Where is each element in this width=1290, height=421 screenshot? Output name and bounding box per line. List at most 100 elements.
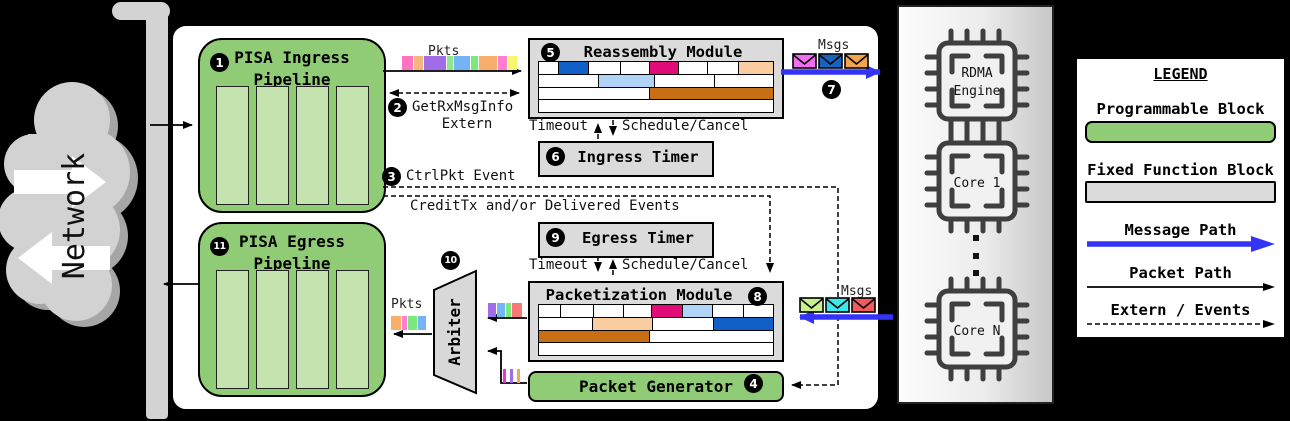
buffer-cell	[742, 305, 773, 317]
badge-7: 7	[822, 80, 841, 99]
pisa-ingress-pipeline: PISA Ingress Pipeline	[198, 38, 386, 213]
buffer-cell	[592, 305, 624, 317]
ingress-timeout-label: Timeout	[529, 118, 589, 134]
coreN-label: Core N	[954, 324, 1001, 339]
pkts-ingress-label: Pkts	[428, 44, 460, 59]
legend-fixed-swatch	[1085, 181, 1276, 203]
packet-square	[479, 56, 497, 70]
buffer-cell	[560, 305, 593, 317]
legend-extern-label: Extern / Events	[1110, 301, 1251, 319]
legend-packet-label: Packet Path	[1129, 264, 1232, 282]
legend-packet-arrow	[1087, 283, 1275, 291]
buffer-row	[539, 342, 773, 355]
cores-ellipsis	[973, 235, 979, 276]
pipeline-stage	[336, 86, 369, 205]
buffer-row	[539, 329, 773, 343]
buffer-cell	[591, 317, 653, 330]
getrxmsginfo-label: GetRxMsgInfo	[412, 99, 514, 115]
pisa-ingress-title: PISA Ingress Pipeline	[234, 48, 350, 90]
buffer-row	[539, 73, 773, 87]
packet-square	[418, 316, 426, 330]
ingress-packet-stream	[402, 56, 517, 70]
buffer-row	[539, 316, 773, 330]
pkts-egress-label: Pkts	[391, 297, 423, 312]
msgs-egress-label: Msgs	[841, 284, 873, 299]
cpu-chips: RDMA Engine Core 1 Core N	[924, 28, 1030, 382]
buffer-cell	[539, 343, 773, 355]
buffer-cell	[623, 305, 652, 317]
packet-square	[512, 303, 522, 317]
buffer-cell	[648, 330, 773, 343]
buffer-cell	[539, 62, 558, 74]
extern-label: Extern	[441, 116, 493, 132]
pisa-egress-title: PISA Egress Pipeline	[239, 232, 345, 274]
legend: LEGEND Programmable Block Fixed Function…	[1075, 57, 1286, 339]
badge-11: 11	[210, 237, 229, 256]
pipeline-stage	[216, 86, 249, 205]
packet-square	[408, 316, 417, 330]
buffer-cell	[557, 62, 589, 74]
packet-square	[503, 369, 506, 383]
egress-timeout-label: Timeout	[529, 257, 589, 273]
packet-square	[508, 56, 517, 70]
badge-4: 4	[744, 374, 763, 393]
buffer-cell	[653, 74, 715, 87]
packet-square	[510, 369, 513, 383]
egress-schedule-label: Schedule/Cancel	[622, 257, 749, 273]
envelope-icon	[792, 53, 817, 69]
msgs-from-cores-envelopes	[799, 297, 876, 313]
buffer-cell	[651, 305, 682, 317]
pisa-egress-pipeline: PISA Egress Pipeline	[198, 222, 386, 397]
buffer-cell	[712, 305, 743, 317]
reassembly-buffer-table	[538, 61, 774, 113]
bracket-bar	[146, 4, 168, 419]
buffer-cell	[737, 62, 773, 74]
buffer-cell	[678, 62, 708, 74]
packetization-buffer-table	[538, 304, 774, 356]
arbiter-title: Arbiter	[445, 298, 464, 366]
packet-square	[402, 56, 413, 70]
legend-fixed-label: Fixed Function Block	[1087, 161, 1274, 179]
packet-square	[391, 316, 401, 330]
buffer-cell	[539, 317, 592, 330]
buffer-cell	[648, 87, 773, 100]
buffer-cell	[539, 330, 649, 343]
pipeline-stage	[256, 86, 289, 205]
network-label: Network	[57, 153, 92, 279]
envelope-icon	[825, 297, 850, 313]
packet-square	[447, 56, 453, 70]
badge-8: 8	[748, 287, 767, 306]
egress-timer-title: Egress Timer	[582, 229, 694, 247]
pipeline-stage	[256, 270, 289, 389]
packet-square	[402, 316, 407, 330]
badge-9: 9	[546, 228, 565, 247]
badge-2: 2	[388, 98, 407, 117]
packetization-title: Packetization Module	[545, 286, 733, 304]
buffer-row	[539, 62, 773, 74]
legend-extern-arrow	[1087, 320, 1275, 328]
envelope-icon	[818, 53, 843, 69]
buffer-row	[539, 99, 773, 112]
pktgen-packet-stream	[503, 369, 520, 383]
egress-packet-stream	[391, 316, 426, 330]
packet-square	[471, 56, 478, 70]
legend-message-arrow	[1087, 236, 1275, 252]
buffer-cell	[539, 305, 561, 317]
core1-chip	[924, 128, 1030, 234]
badge-3: 3	[382, 167, 401, 186]
rdma-engine-chip	[924, 28, 1030, 134]
buffer-cell	[619, 62, 649, 74]
packet-square	[497, 303, 505, 317]
buffer-cell	[648, 62, 679, 74]
buffer-cell	[652, 317, 714, 330]
buffer-row	[539, 305, 773, 317]
pipeline-stage	[296, 270, 329, 389]
legend-message-label: Message Path	[1124, 221, 1237, 239]
ingress-timer-title: Ingress Timer	[577, 148, 699, 166]
credit-events-label: CreditTx and/or Delivered Events	[410, 198, 680, 214]
msgs-to-cores-envelopes	[792, 53, 869, 69]
buffer-cell	[539, 87, 649, 100]
buffer-cell	[681, 305, 713, 317]
packet-square	[454, 56, 470, 70]
legend-programmable-label: Programmable Block	[1096, 100, 1265, 118]
